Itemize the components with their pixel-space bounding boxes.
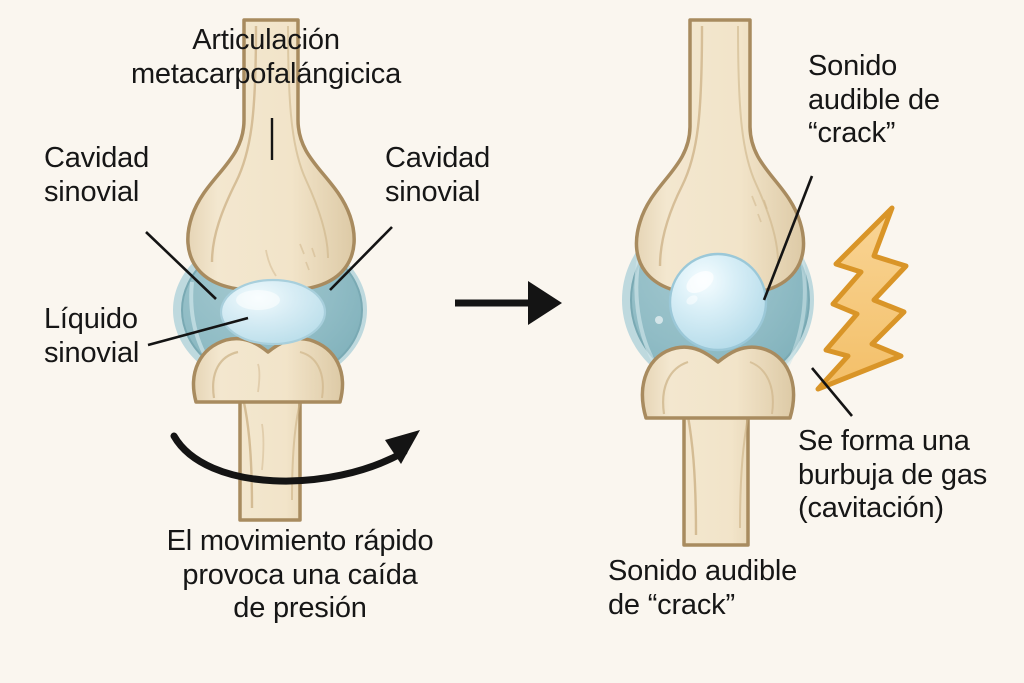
leader-sound [762,175,814,301]
label-cavity-right: Cavidad sinovial [385,142,490,208]
caption-right-panel: Sonido audible de “crack” [608,555,798,621]
motion-arrow [170,430,420,485]
label-gas-bubble: Se forma una burbuja de gas (cavitación) [798,425,988,525]
page-title: Articulación metacarpofalángicica [130,24,402,90]
left-joint-figure [145,18,420,522]
leader-bubble [811,367,853,417]
left-synovial-fluid [219,278,327,346]
lightning-bolt-icon [815,205,909,392]
left-lower-condyle [191,336,345,404]
right-lower-condyle [640,345,796,420]
leader-cavity-right [329,226,393,291]
label-synovial-fluid: Líquido sinovial [44,303,140,369]
label-cavity-left: Cavidad sinovial [44,142,149,208]
right-joint-figure [622,18,909,547]
label-audible-sound: Sonido audible de “crack” [808,50,940,150]
caption-left-panel: El movimiento rápido provoca una caída d… [166,525,434,625]
leader-cavity-left [145,231,217,300]
gas-bubble [668,252,768,352]
transition-arrow-icon [455,281,562,325]
leader-fluid [147,316,249,347]
